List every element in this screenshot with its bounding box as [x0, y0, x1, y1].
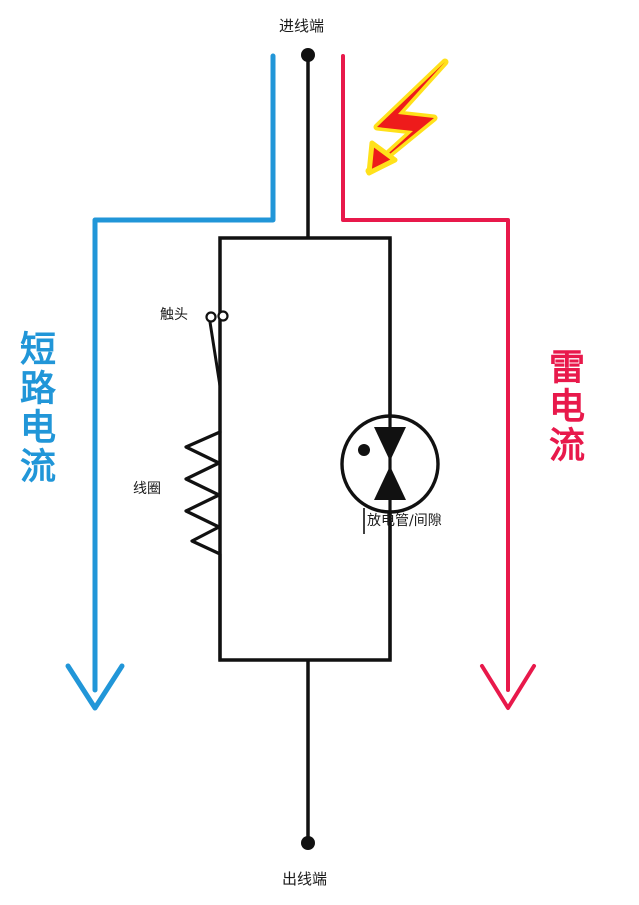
coil-zigzag-icon [184, 430, 222, 662]
spark-gap-icon [340, 238, 440, 660]
contact-circle-left [205, 311, 217, 323]
lightning-wire [341, 54, 510, 692]
short-circuit-current-path [65, 53, 276, 711]
spark-gap-triangle-down [374, 427, 406, 461]
contact-circle-right [217, 310, 229, 322]
lightning-arrowhead-icon [480, 664, 536, 710]
short-circuit-current-label: 短路电流 [14, 330, 55, 486]
short-circuit-wire [92, 53, 276, 693]
spark-gap-dot [358, 444, 370, 456]
incoming-terminal-label: 进线端 [279, 17, 325, 35]
outgoing-terminal-label: 出线端 [282, 870, 328, 888]
lightning-current-path [341, 54, 536, 710]
outgoing-terminal-dot [301, 836, 315, 850]
switch-contact-icon [205, 238, 229, 432]
contact-label: 触头 [160, 307, 188, 323]
short-circuit-arrowhead-icon [65, 663, 125, 711]
coil-winding [184, 430, 222, 662]
lightning-current-label: 雷电流 [543, 348, 584, 465]
incoming-terminal-dot [301, 48, 315, 62]
coil-label: 线圈 [133, 481, 161, 497]
lightning-bolt-icon [365, 58, 449, 176]
spark-gap-triangle-up [374, 466, 406, 500]
discharge-tube-label: 放电管/间隙 [367, 513, 442, 529]
contact-blade [208, 320, 222, 388]
